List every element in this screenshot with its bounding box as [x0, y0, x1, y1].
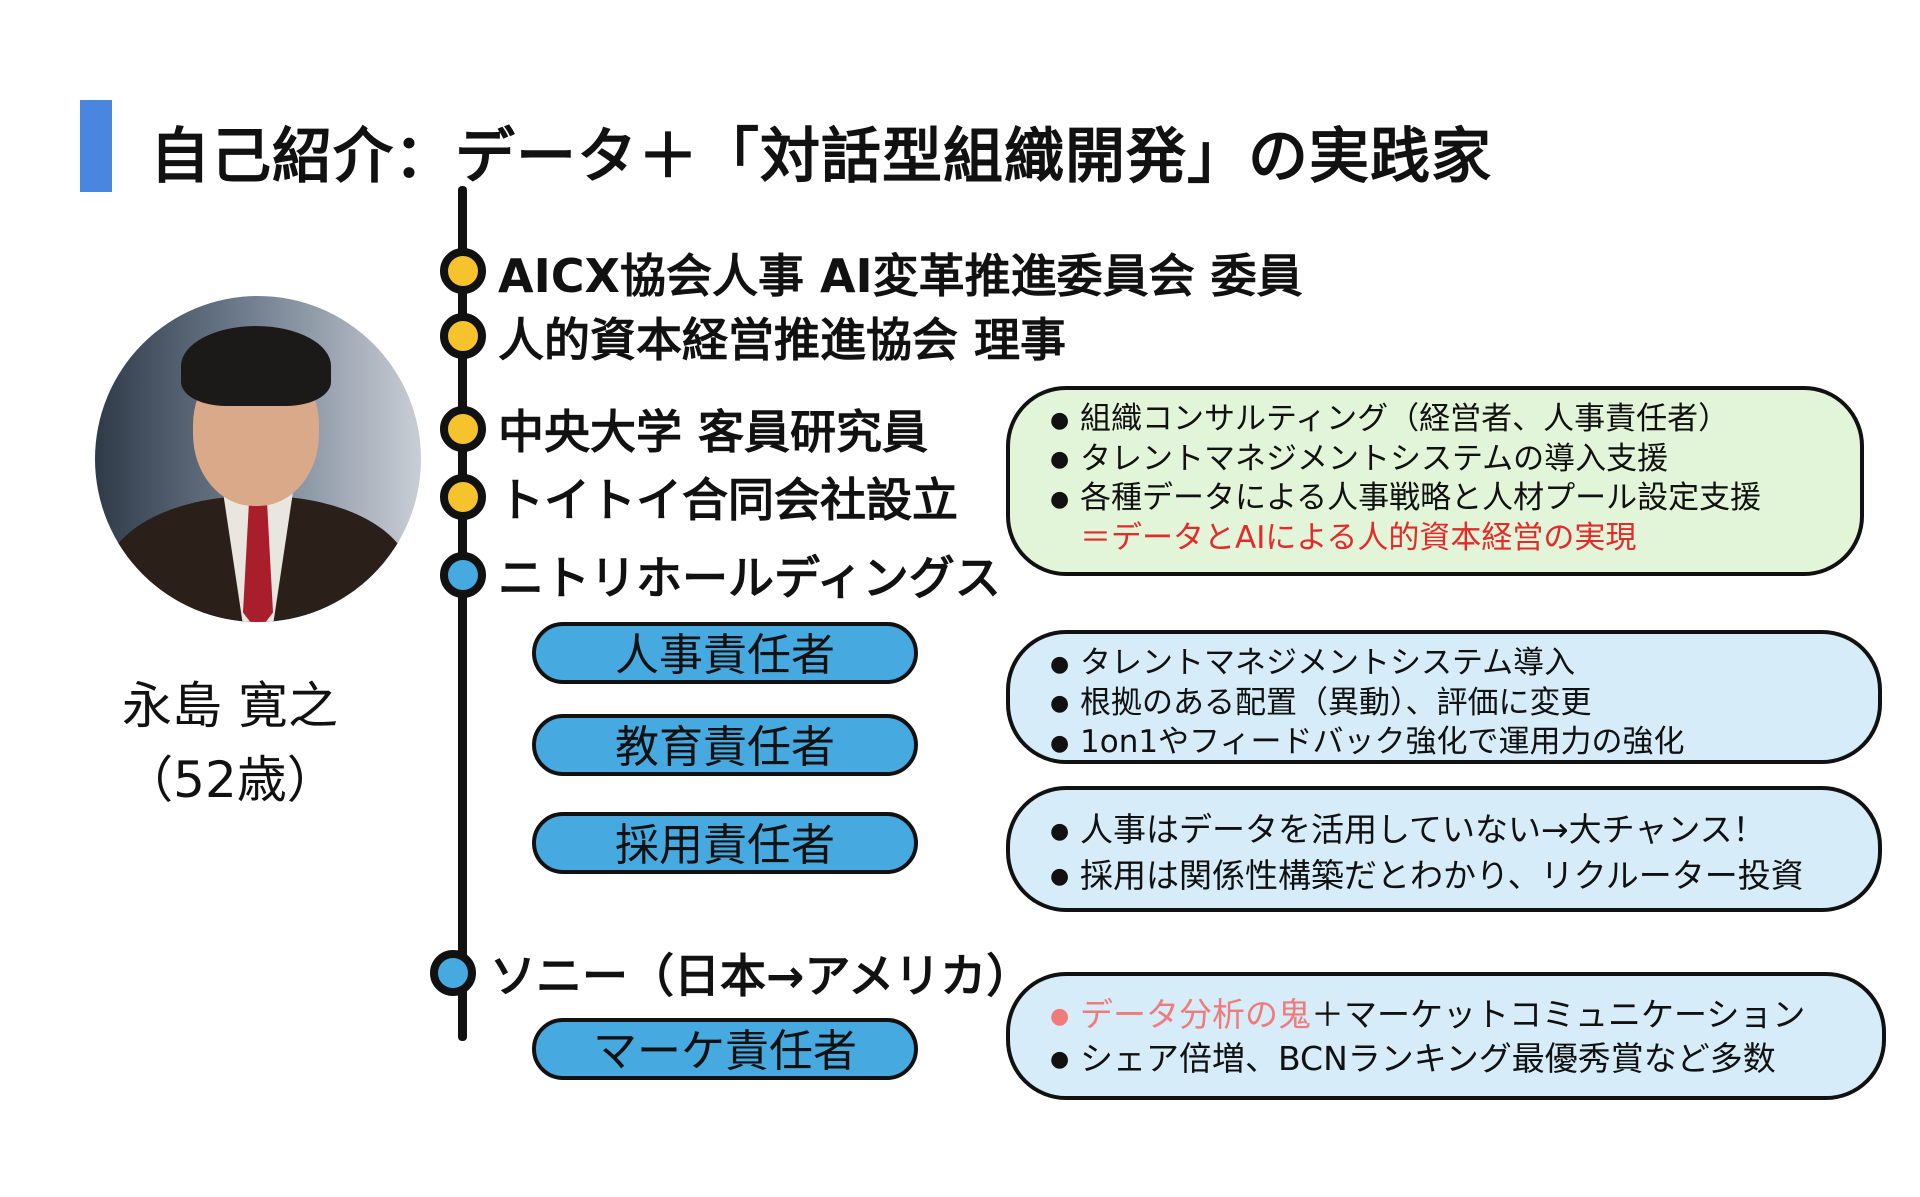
timeline-item-human-capital: 人的資本経営推進協会 理事 — [498, 313, 1067, 367]
bullet-icon: ● — [1050, 447, 1070, 472]
consulting-box: ●組織コンサルティング（経営者、人事責任者） ●タレントマネジメントシステムの導… — [1006, 386, 1864, 576]
bullet-icon: ● — [1050, 691, 1070, 716]
timeline-dot-nitori — [440, 552, 486, 598]
hr-box: ●タレントマネジメントシステム導入 ●根拠のある配置（異動）、評価に変更 ●1o… — [1006, 630, 1882, 764]
bullet-icon: ● — [1050, 818, 1070, 844]
list-item: ●採用は関係性構築だとわかり、リクルーター投資 — [1050, 854, 1854, 900]
role-hr-head: 人事責任者 — [532, 622, 918, 684]
list-item: ●タレントマネジメントシステムの導入支援 — [1050, 440, 1836, 480]
slide-title: 自己紹介：データ＋「対話型組織開発」の実践家 — [150, 122, 1492, 192]
list-item: ●シェア倍増、BCNランキング最優秀賞など多数 — [1050, 1038, 1858, 1082]
list-item: ●タレントマネジメントシステム導入 — [1050, 644, 1854, 684]
recruit-box: ●人事はデータを活用していない→大チャンス！ ●採用は関係性構築だとわかり、リク… — [1006, 786, 1882, 912]
bullet-icon: ● — [1050, 1047, 1070, 1072]
profile-photo — [95, 296, 421, 622]
person-name: 永島 寛之 — [122, 677, 338, 735]
list-item: ●データ分析の鬼＋マーケットコミュニケーション — [1050, 994, 1858, 1038]
bullet-icon: ● — [1050, 407, 1070, 433]
timeline-item-chuo: 中央大学 客員研究員 — [498, 405, 929, 459]
title-accent-bar — [80, 100, 112, 192]
role-marketing-head: マーケ責任者 — [532, 1018, 918, 1080]
list-item: ●根拠のある配置（異動）、評価に変更 — [1050, 684, 1854, 724]
timeline-dot-human-capital — [440, 313, 486, 359]
marketing-box: ●データ分析の鬼＋マーケットコミュニケーション ●シェア倍増、BCNランキング最… — [1006, 972, 1886, 1100]
timeline-dot-toitoi — [440, 474, 486, 520]
list-item: ●人事はデータを活用していない→大チャンス！ — [1050, 808, 1854, 854]
list-item: ●1on1やフィードバック強化で運用力の強化 — [1050, 723, 1854, 763]
bullet-icon: ● — [1050, 1003, 1070, 1029]
person-age: （52歳） — [123, 751, 337, 809]
timeline-item-nitori: ニトリホールディングス — [498, 551, 1001, 605]
list-item: ●各種データによる人事戦略と人材プール設定支援 — [1050, 479, 1836, 519]
timeline-item-toitoi: トイトイ合同会社設立 — [498, 473, 958, 527]
timeline-item-sony: ソニー（日本→アメリカ） — [490, 949, 1033, 1003]
photo-tie — [243, 502, 273, 622]
consulting-highlight: ＝データとAIによる人的資本経営の実現 — [1080, 519, 1637, 556]
timeline-item-aicx: AICX協会人事 AI変革推進委員会 委員 — [498, 249, 1303, 303]
list-item: ●組織コンサルティング（経営者、人事責任者） — [1050, 400, 1836, 440]
role-education-head: 教育責任者 — [532, 714, 918, 776]
timeline-dot-aicx — [440, 248, 486, 294]
timeline-dot-chuo — [440, 406, 486, 452]
photo-hair — [181, 326, 331, 406]
role-recruiting-head: 採用責任者 — [532, 812, 918, 874]
timeline-dot-sony — [430, 950, 476, 996]
bullet-icon: ● — [1050, 730, 1070, 756]
bullet-icon: ● — [1050, 486, 1070, 512]
timeline-line — [458, 186, 467, 1041]
bullet-icon: ● — [1050, 651, 1070, 677]
bullet-icon: ● — [1050, 864, 1070, 889]
